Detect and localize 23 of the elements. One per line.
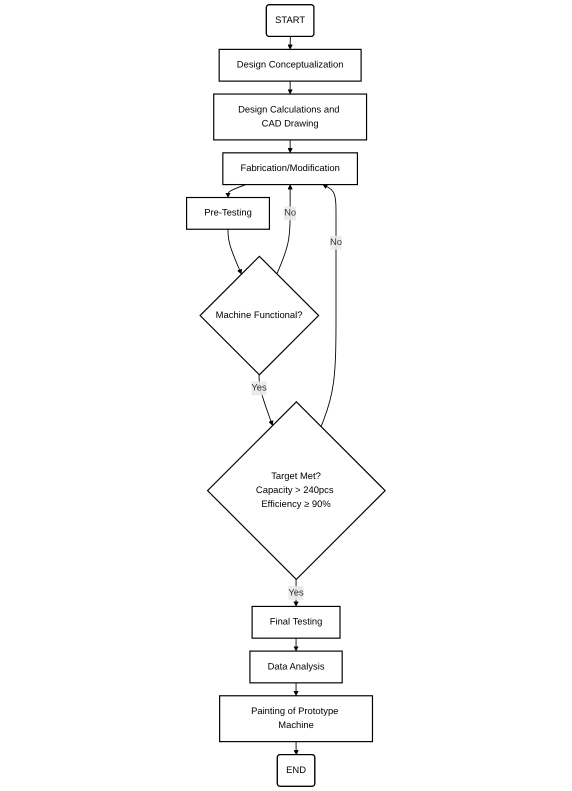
node-box: Fabrication/Modification bbox=[222, 152, 358, 186]
node-diamond: Target Met? Capacity > 240pcs Efficiency ≥ 90% bbox=[206, 401, 386, 580]
arrow bbox=[288, 80, 293, 94]
arrow bbox=[294, 741, 299, 756]
edge-label: No bbox=[330, 237, 342, 248]
node-box: Pre-Testing bbox=[186, 196, 270, 230]
arrow bbox=[288, 36, 293, 50]
arrow bbox=[276, 184, 293, 274]
node-box: Design Conceptualization bbox=[218, 48, 362, 82]
edge-label: Yes bbox=[288, 588, 304, 598]
node-box: Data Analysis bbox=[249, 650, 343, 684]
arrow bbox=[294, 638, 299, 652]
node-box: Design Calculations and CAD Drawing bbox=[213, 93, 368, 140]
arrow bbox=[228, 228, 242, 274]
node-box: Painting of Prototype Machine bbox=[219, 695, 374, 742]
edge-label: No bbox=[284, 208, 296, 218]
edge-label: Yes bbox=[252, 383, 267, 394]
arrow bbox=[258, 374, 274, 426]
arrow bbox=[288, 139, 293, 154]
node-diamond: Machine Functional? bbox=[199, 255, 320, 376]
node-box: Final Testing bbox=[252, 606, 341, 639]
arrow bbox=[294, 682, 299, 696]
arrow bbox=[320, 184, 337, 428]
